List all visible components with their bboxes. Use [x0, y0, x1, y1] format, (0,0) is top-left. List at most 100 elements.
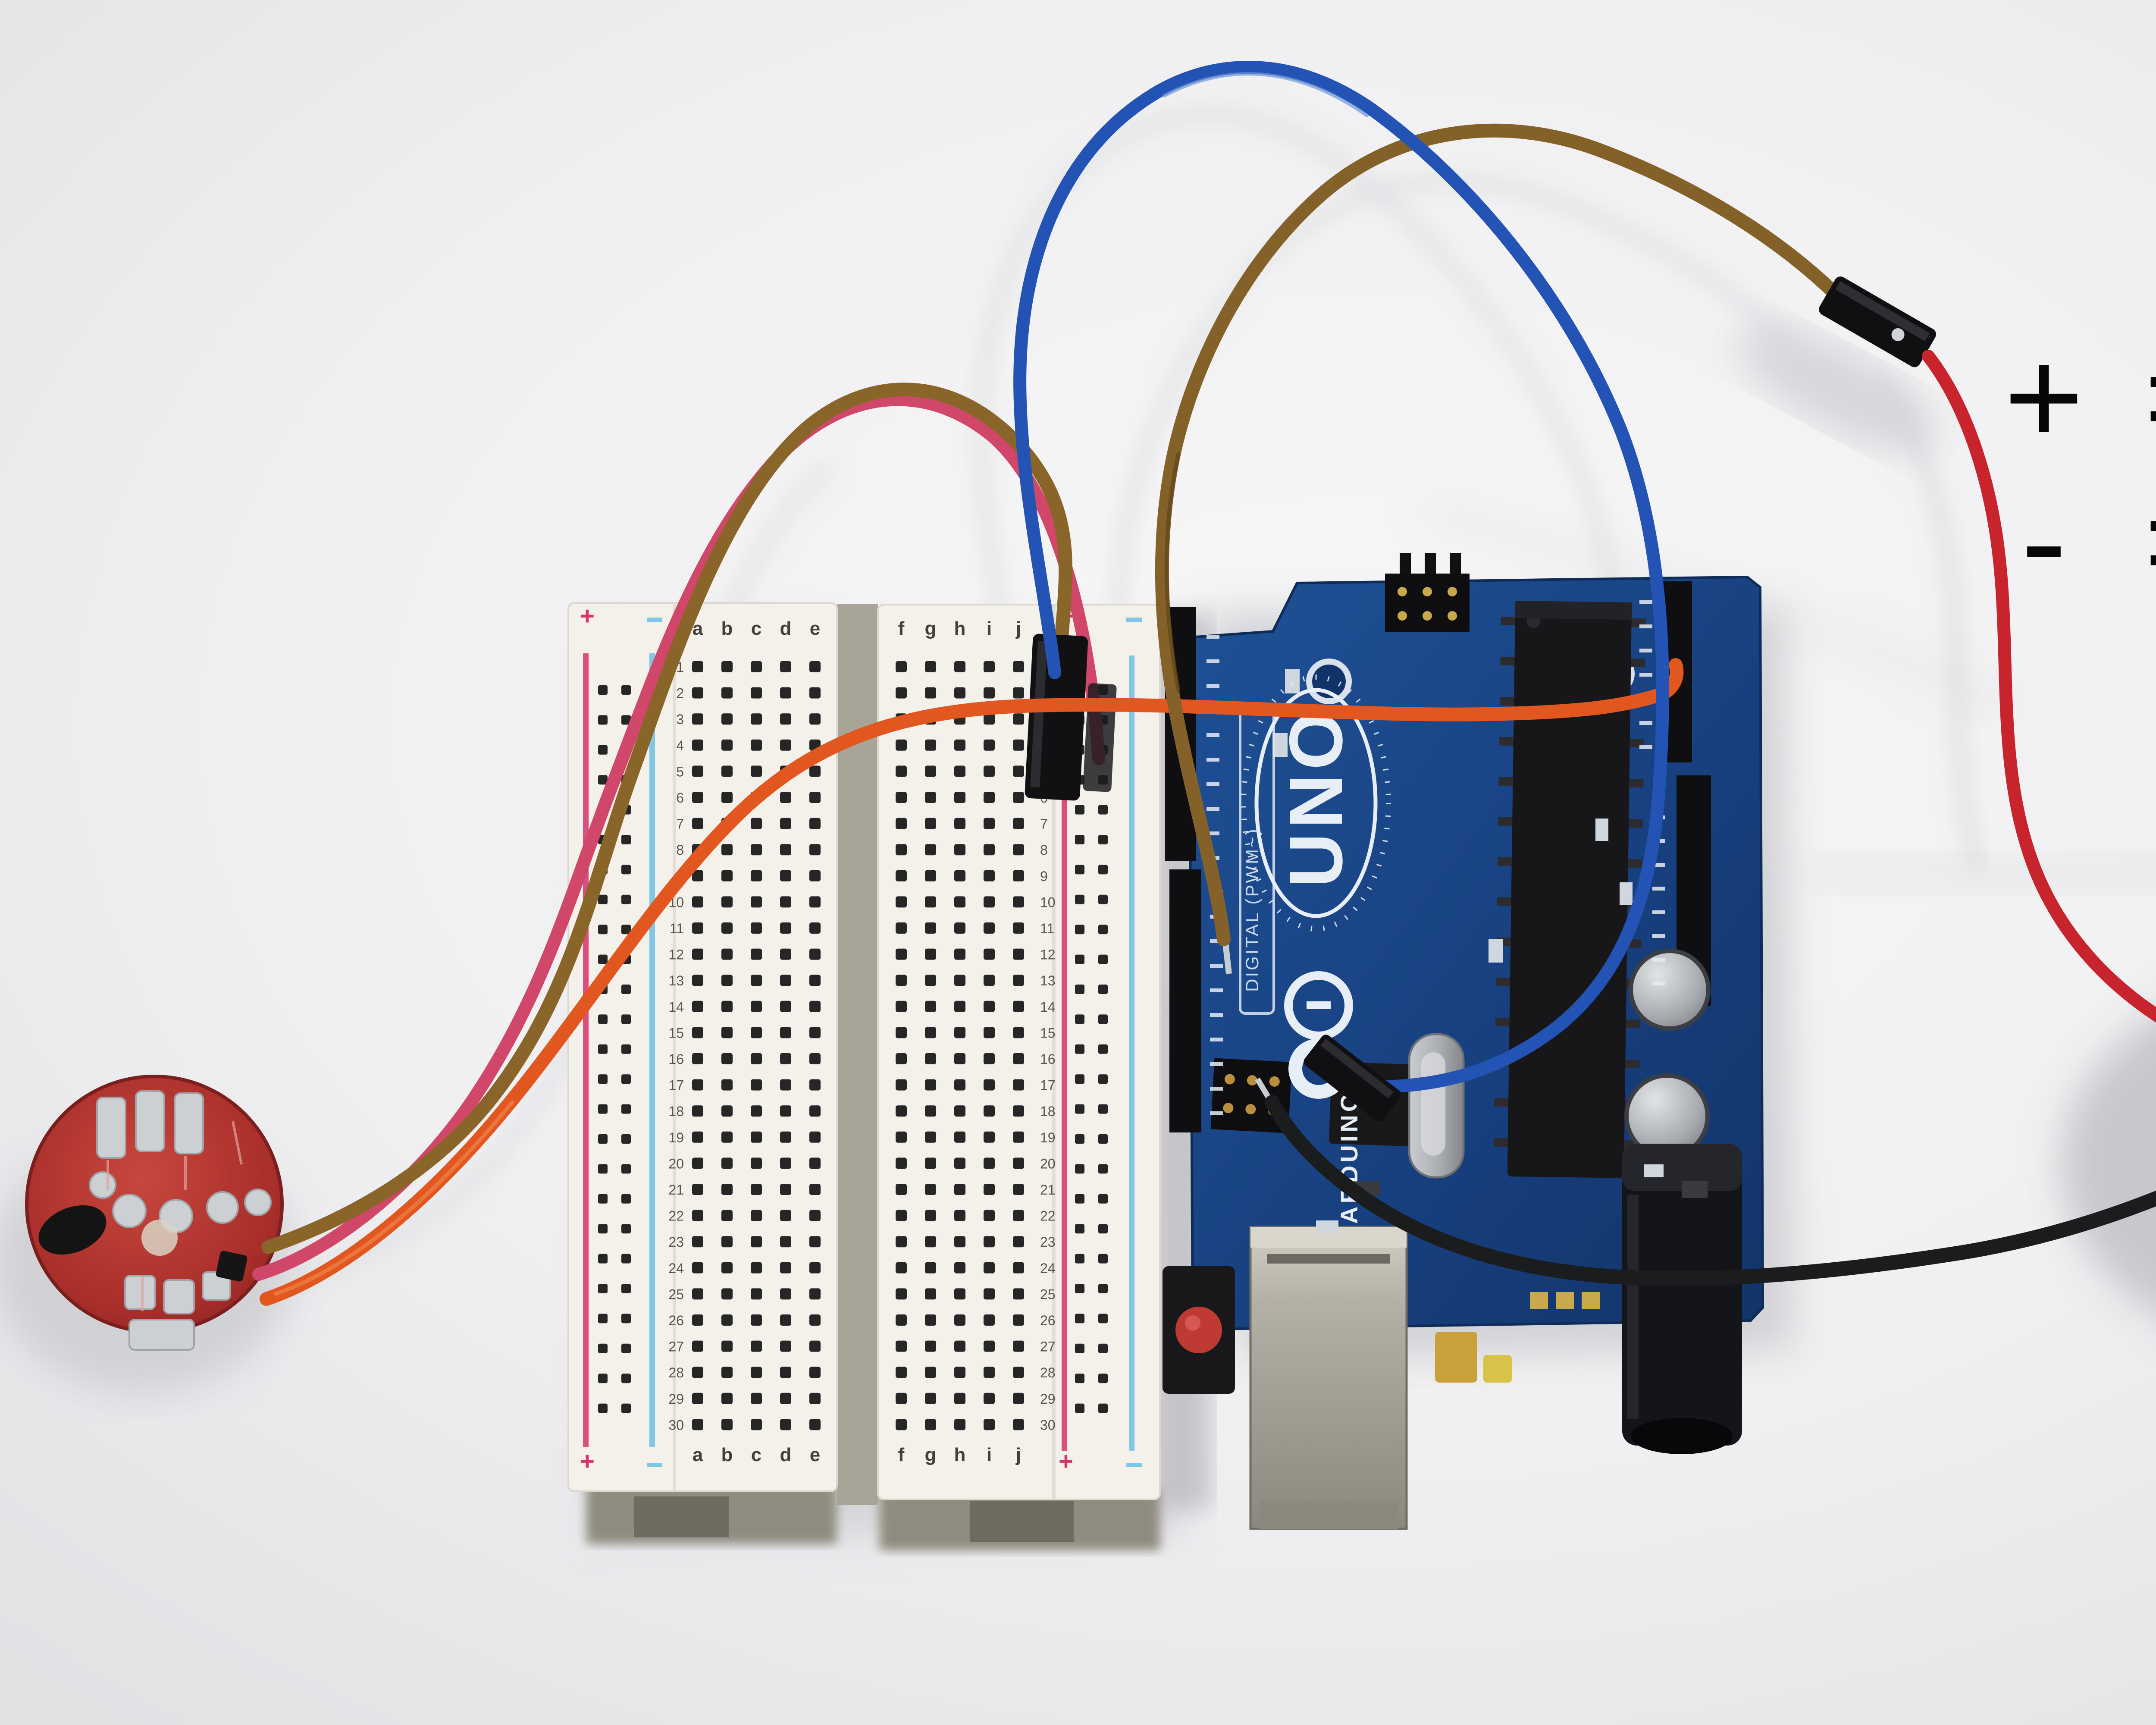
negative-rail-line [1129, 656, 1134, 1451]
svg-text:i: i [987, 1444, 992, 1465]
svg-text:15: 15 [668, 1025, 684, 1041]
breadboard-foot [970, 1501, 1074, 1542]
svg-text:c: c [751, 618, 761, 639]
svg-text:19: 19 [1040, 1130, 1056, 1145]
svg-text:2: 2 [676, 686, 684, 701]
reset-button [1163, 1266, 1235, 1394]
sensor-component [38, 1205, 107, 1255]
breadboard-rail-holes [598, 685, 1108, 1413]
buzzer-negative-wire-black [1265, 1095, 2156, 1286]
svg-text:7: 7 [676, 816, 684, 832]
svg-text:h: h [954, 618, 966, 639]
sensor-component [216, 1251, 248, 1282]
svg-text:13: 13 [1040, 973, 1056, 988]
svg-text:d: d [780, 1444, 792, 1465]
power-jack [1622, 1144, 1742, 1454]
arduino-uno-board: UNO ARDUINO DIGITAL (PWM~) [1163, 553, 1764, 1530]
annotation-buzzer-positive: + = D13 [1975, 329, 2156, 466]
svg-text:15: 15 [1040, 1025, 1056, 1041]
svg-text:22: 22 [1040, 1208, 1056, 1224]
breadboard-module-left [567, 602, 838, 1492]
equals-sign: = [2113, 329, 2156, 466]
mounting-hole [1306, 659, 1352, 704]
arduino-label: ARDUINO [1335, 1090, 1363, 1224]
positive-rail-line [583, 653, 589, 1447]
svg-text:24: 24 [1040, 1261, 1056, 1276]
brown-wire-stripe [1164, 452, 1181, 692]
capacitor [1629, 949, 1711, 1031]
usb-connector [1249, 1226, 1408, 1530]
svg-text:18: 18 [1040, 1104, 1056, 1119]
svg-text:23: 23 [1040, 1234, 1056, 1250]
resettable-fuse [1435, 1332, 1477, 1383]
svg-text:30: 30 [1040, 1417, 1056, 1433]
svg-text:29: 29 [668, 1391, 684, 1407]
solder-pads [89, 1090, 272, 1351]
blue-wire-sheen [1163, 72, 1369, 117]
svg-text:6: 6 [676, 790, 684, 806]
svg-text:g: g [925, 618, 937, 639]
breadboard-module-right [877, 604, 1161, 1500]
orange-wire-sheen [274, 1100, 514, 1296]
svg-text:27: 27 [1040, 1339, 1056, 1355]
svg-text:17: 17 [668, 1078, 684, 1093]
breadboard-center-gap [837, 604, 878, 1505]
icsp-header [1385, 553, 1470, 632]
svg-text:g: g [925, 1444, 937, 1465]
breadboard-holes [692, 661, 1024, 1430]
digital-label: DIGITAL (PWM~) [1242, 828, 1262, 992]
svg-text:5: 5 [676, 764, 684, 779]
svg-text:a: a [693, 1444, 703, 1465]
svg-text:29: 29 [1040, 1391, 1056, 1407]
svg-text:4: 4 [676, 738, 684, 753]
d13-jumper-wire-brown [1155, 123, 1842, 946]
svg-text:14: 14 [1040, 999, 1056, 1015]
equals-sign: = [2113, 473, 2156, 610]
svg-text:11: 11 [670, 921, 684, 936]
svg-text:11: 11 [1040, 921, 1054, 936]
annotation-buzzer-negative: - = GND [1975, 473, 2156, 610]
svg-text:26: 26 [668, 1313, 684, 1328]
minus-symbol: - [2021, 464, 2067, 618]
svg-text:c: c [751, 1444, 761, 1465]
svg-text:22: 22 [668, 1208, 684, 1224]
uno-label: UNO [1274, 707, 1358, 888]
sensor-traces [107, 1121, 243, 1311]
svg-text:13: 13 [668, 973, 684, 988]
arduino-logo-ring [1284, 971, 1353, 1040]
svg-text:h: h [954, 1444, 966, 1465]
positive-rail-line [1062, 656, 1067, 1451]
svg-text:21: 21 [1040, 1182, 1056, 1198]
d13-to-buzzer-connector [1819, 276, 1936, 367]
svg-text:+: + [580, 1447, 595, 1475]
svg-text:j: j [1015, 1444, 1021, 1465]
svg-text:3: 3 [676, 712, 684, 727]
svg-text:d: d [780, 618, 792, 639]
svg-text:+: + [1059, 1447, 1073, 1475]
svg-text:8: 8 [676, 842, 684, 858]
table-seam-shadow-2 [1811, 854, 2156, 893]
svg-text:14: 14 [668, 999, 684, 1015]
svg-text:10: 10 [1040, 894, 1056, 910]
svg-text:28: 28 [668, 1365, 684, 1380]
svg-text:25: 25 [1040, 1286, 1056, 1302]
svg-text:21: 21 [668, 1182, 684, 1198]
jumper-pin [1222, 942, 1232, 974]
svg-text:17: 17 [1040, 1078, 1056, 1093]
svg-text:9: 9 [1040, 869, 1048, 884]
negative-rail-line [649, 653, 655, 1447]
svg-text:24: 24 [668, 1261, 684, 1276]
svg-text:f: f [898, 1444, 905, 1465]
smd-component [1483, 1355, 1512, 1383]
sensor-led [141, 1220, 178, 1256]
svg-text:27: 27 [668, 1339, 684, 1355]
svg-text:b: b [721, 1444, 733, 1465]
svg-text:8: 8 [1040, 842, 1048, 858]
svg-text:12: 12 [668, 947, 684, 963]
svg-text:f: f [898, 618, 905, 639]
pulse-sensor [25, 1075, 284, 1351]
plus-symbol: + [2004, 320, 2084, 474]
svg-text:e: e [810, 618, 820, 639]
